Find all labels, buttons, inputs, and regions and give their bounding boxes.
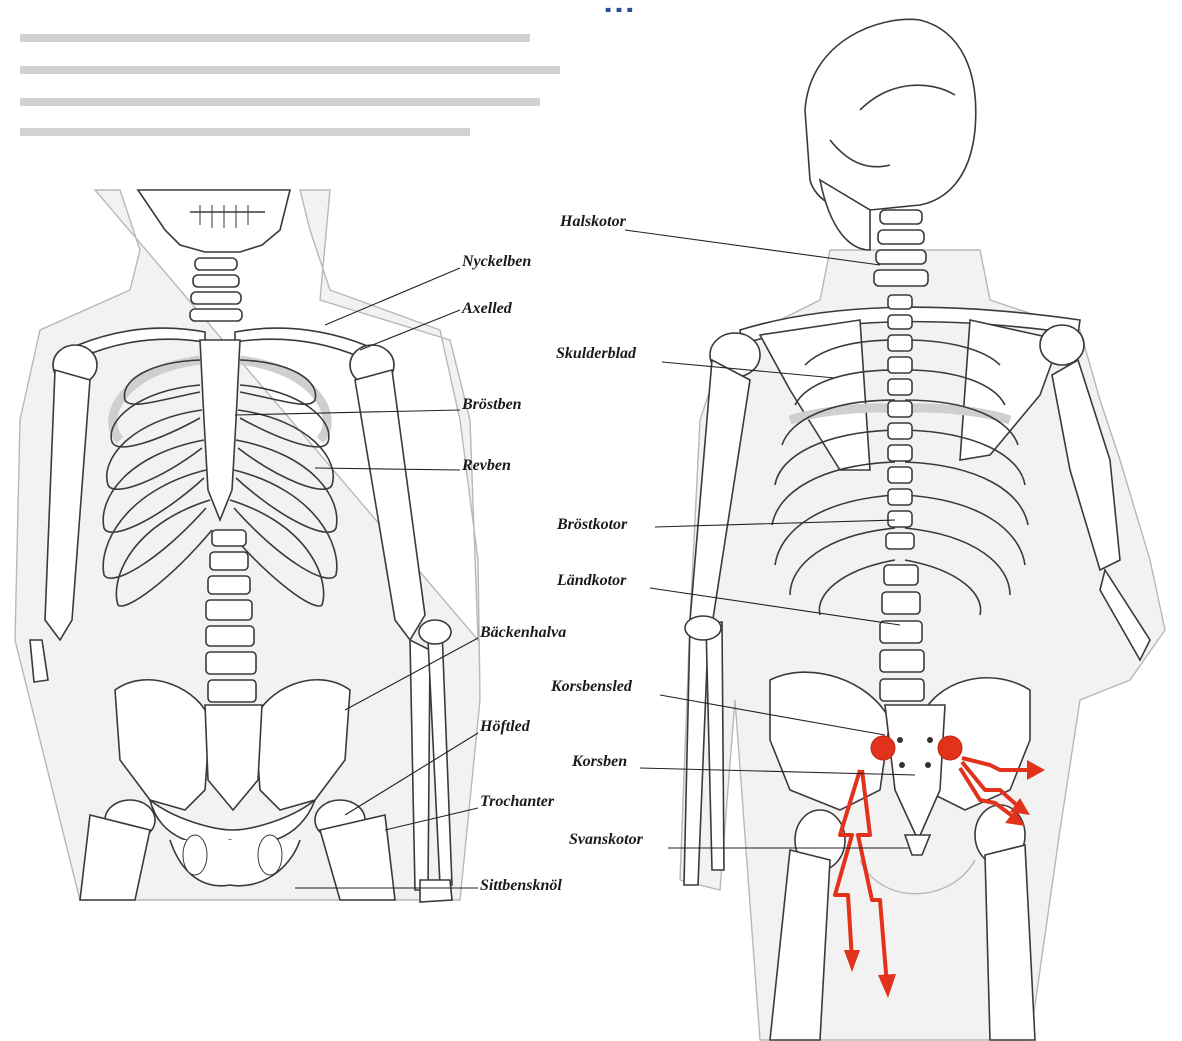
label-korsbensled: Korsbensled	[551, 678, 632, 696]
pain-point-icon	[938, 736, 962, 760]
label-korsben: Korsben	[572, 753, 627, 771]
label-skulderblad: Skulderblad	[556, 345, 636, 363]
label-backenhalva: Bäckenhalva	[480, 624, 566, 642]
label-revben: Revben	[462, 457, 511, 475]
label-hoftled: Höftled	[480, 718, 530, 736]
label-nyckelben: Nyckelben	[462, 253, 531, 271]
label-brostkotor: Bröstkotor	[557, 516, 627, 534]
pain-point-icon	[871, 736, 895, 760]
back-skeleton	[680, 19, 1165, 1040]
label-svanskotor: Svanskotor	[569, 831, 643, 849]
label-brostben: Bröstben	[462, 396, 522, 414]
label-trochanter: Trochanter	[480, 793, 554, 811]
front-skull	[138, 190, 290, 252]
label-halskotor: Halskotor	[560, 213, 626, 231]
front-clavicle-right	[235, 328, 365, 357]
front-neck-vertebrae	[190, 258, 242, 321]
faded-background-text	[20, 34, 560, 136]
back-skull	[805, 19, 976, 211]
label-sittbensknol: Sittbensknöl	[480, 877, 562, 895]
label-axelled: Axelled	[462, 300, 512, 318]
back-cervical-vertebrae	[874, 210, 928, 286]
label-landkotor: Ländkotor	[557, 572, 626, 590]
front-skeleton	[15, 190, 480, 902]
